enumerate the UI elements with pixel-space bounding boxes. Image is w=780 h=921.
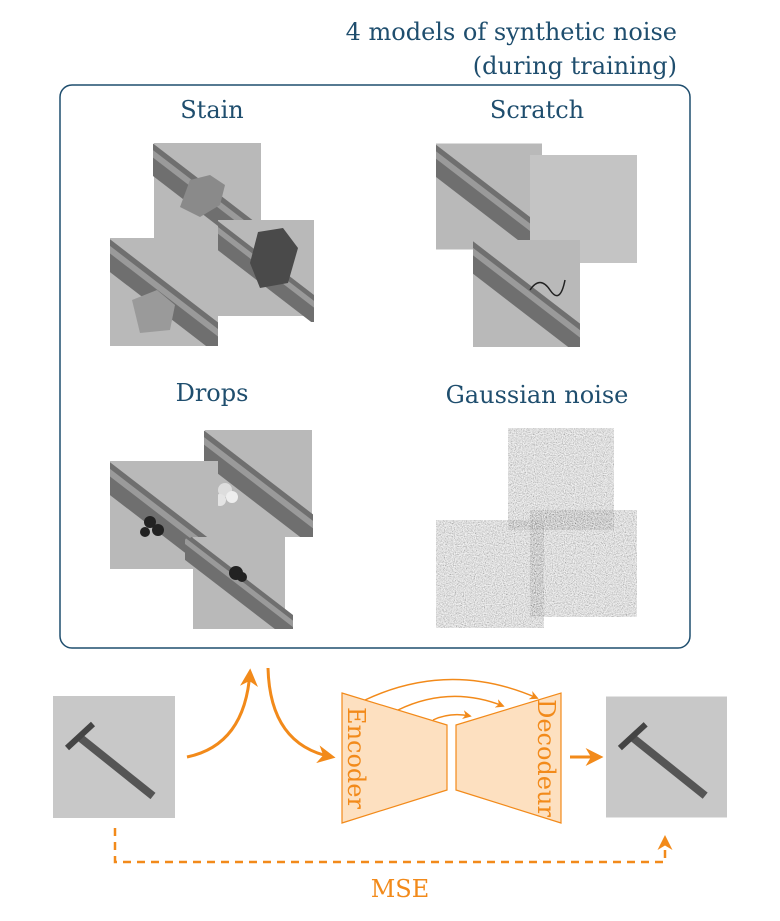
skip-connection-outer (364, 678, 539, 701)
stain-examples (100, 143, 325, 348)
skip-connection-inner (432, 710, 472, 721)
mse-label: MSE (371, 875, 430, 903)
skip-connection-middle (397, 695, 505, 711)
output-image (606, 697, 727, 818)
scratch-examples (426, 144, 637, 349)
decoder-label: Decodeur (532, 699, 560, 817)
encoder-label: Encoder (342, 707, 370, 809)
drops-examples (100, 430, 324, 631)
input-image (53, 696, 175, 818)
arrow-to-encoder (266, 667, 336, 764)
gaussian-noise-examples (436, 428, 637, 628)
encoder-block (341, 692, 448, 824)
gaussian-noise-label: Gaussian noise (446, 381, 629, 409)
title-line-2: (during training) (473, 52, 677, 80)
title-line-1: 4 models of synthetic noise (346, 18, 677, 46)
decoder-block (455, 692, 562, 824)
scratch-label: Scratch (490, 96, 584, 124)
drops-label: Drops (176, 379, 249, 407)
stain-label: Stain (180, 96, 244, 124)
arrow-to-noise (186, 668, 258, 759)
mse-loss-connector (113, 828, 673, 864)
noise-models-box (59, 84, 691, 649)
